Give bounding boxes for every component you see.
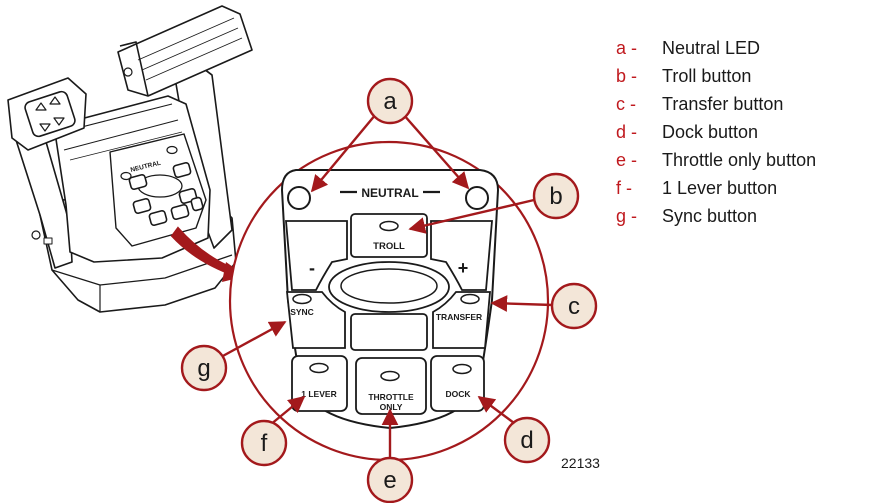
transfer-button[interactable] [432, 291, 491, 349]
dock-label: DOCK [445, 389, 471, 399]
neutral-label: NEUTRAL [361, 186, 418, 200]
one-lever-label: 1 LEVER [301, 389, 336, 399]
leader-c [490, 295, 554, 312]
legend-item: d - Dock button [616, 118, 816, 146]
legend-item: g - Sync button [616, 202, 816, 230]
callout-f: f [240, 419, 288, 467]
callout-a-letter: a [383, 88, 397, 115]
one-lever-button[interactable] [291, 355, 348, 412]
legend-key: f - [616, 178, 632, 198]
callout-f-letter: f [261, 430, 268, 457]
leader-lines [220, 113, 554, 461]
throttle-only-label-line1: THROTTLE [368, 392, 414, 402]
legend: a - Neutral LED b - Troll button c - Transf… [616, 34, 816, 230]
remote-control-illustration: NEUTRAL [7, 5, 253, 313]
minus-button[interactable] [285, 220, 348, 291]
minus-label: - [309, 258, 315, 278]
callout-e-letter: e [383, 467, 396, 494]
leader-a-right [402, 113, 470, 190]
center-blank-button[interactable] [350, 313, 428, 351]
callout-c: c [550, 282, 598, 330]
legend-key: e - [616, 150, 638, 170]
callout-b: b [532, 172, 580, 220]
callout-g: g [180, 344, 228, 392]
transfer-label: TRANSFER [436, 312, 482, 322]
callout-e: e [366, 456, 414, 503]
legend-key: b - [616, 66, 638, 86]
leader-f [269, 395, 306, 426]
plus-button[interactable] [430, 220, 493, 291]
figure-number: 22133 [561, 455, 600, 471]
legend-text: Sync button [662, 206, 758, 226]
leader-b [408, 198, 535, 234]
leader-a-left [310, 113, 377, 193]
throttle-only-label-line2: ONLY [380, 402, 403, 412]
plus-label: + [458, 258, 469, 278]
legend-text: 1 Lever button [662, 178, 778, 198]
callout-d: d [503, 416, 551, 464]
legend-item: f - 1 Lever button [616, 174, 816, 202]
legend-item: b - Troll button [616, 62, 816, 90]
legend-key: g - [616, 206, 638, 226]
legend-text: Throttle only button [662, 150, 817, 170]
callout-a: a [366, 77, 414, 125]
leader-g [220, 320, 287, 359]
troll-button[interactable] [350, 213, 428, 258]
leader-d [477, 395, 515, 424]
legend-key: c - [616, 94, 636, 114]
callouts: a b c d e f g [180, 77, 598, 503]
callout-d-letter: d [520, 427, 533, 454]
sync-button[interactable] [285, 291, 346, 349]
legend-item: c - Transfer button [616, 90, 816, 118]
sync-label: SYNC [290, 307, 314, 317]
callout-g-letter: g [197, 355, 210, 382]
troll-label: TROLL [373, 241, 405, 252]
callout-b-letter: b [549, 183, 562, 210]
trim-tilt-pad [24, 90, 76, 138]
legend-text: Dock button [662, 122, 759, 142]
legend-text: Neutral LED [662, 38, 761, 58]
legend-item: a - Neutral LED [616, 34, 816, 62]
neutral-led-right [465, 186, 489, 210]
legend-item: e - Throttle only button [616, 146, 816, 174]
legend-text: Transfer button [662, 94, 784, 114]
legend-key: d - [616, 122, 638, 142]
callout-c-letter: c [568, 293, 580, 320]
neutral-led-left [287, 186, 311, 210]
legend-key: a - [616, 38, 638, 58]
keypad-panel: NEUTRAL TROLL - + SYNC TRANSFER 1 LEVER … [280, 169, 500, 430]
legend-text: Troll button [662, 66, 752, 86]
dock-button[interactable] [430, 355, 485, 412]
